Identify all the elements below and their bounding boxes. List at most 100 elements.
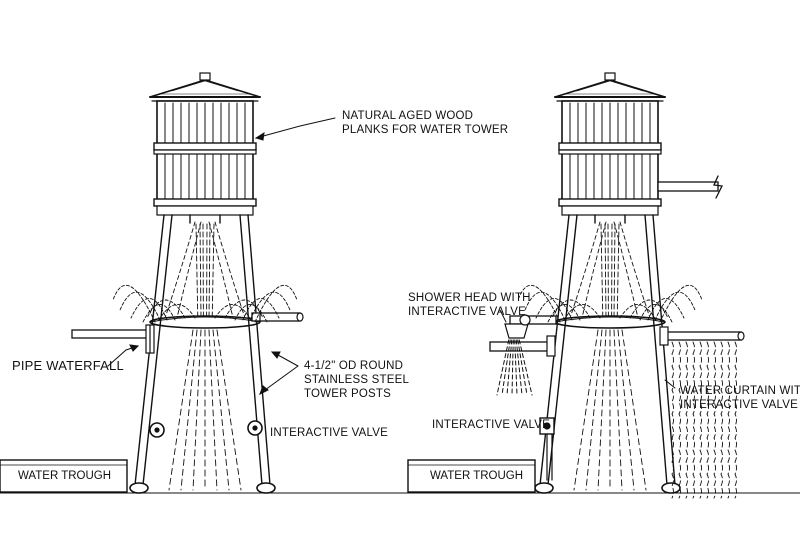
right-tower-tank [558,100,662,216]
curtain-stream [734,341,737,499]
right-water-trough [407,459,536,493]
center-stream [613,223,616,319]
center-stream [195,223,199,319]
spray-stream [581,221,607,319]
spray-arc [142,304,176,323]
curtain-stream [713,341,716,499]
center-stream [208,223,211,319]
spray-stream [164,221,196,319]
curtain-stream [678,341,681,499]
shower-stream [514,339,518,396]
curtain-stream [671,341,674,499]
spray-arc [224,299,264,319]
shower-head-label-line2: INTERACTIVE VALVE [408,306,527,318]
shower-stream [496,339,510,396]
falling-stream [208,329,218,491]
falling-stream [192,329,202,491]
falling-stream [597,329,607,491]
shower-head-label: SHOWER HEAD WITH INTERACTIVE VALVE [408,291,531,319]
water-curtain-label-line2: INTERACTIVE VALVE [680,399,799,411]
left-spray-collar [149,315,261,329]
falling-stream [168,329,194,491]
left-pipe-waterfall [71,324,155,354]
falling-stream [585,329,603,491]
left-tower-posts [134,214,271,486]
shower-stream [511,339,514,396]
right-tower-posts [539,214,676,486]
spray-arc [214,304,252,321]
leader-lines [107,117,676,396]
right-tower-feet [534,482,681,494]
tower-posts-label: 4-1/2" OD ROUND STAINLESS STEEL TOWER PO… [304,359,409,401]
right-water-sprays [517,221,703,491]
spray-arc [551,299,591,319]
right-water-curtain [671,341,737,499]
spray-arc [639,304,673,323]
right-lower-pipe [489,335,556,357]
spray-stream [214,221,246,319]
tower-posts-label-line1: 4-1/2" OD ROUND [304,360,404,372]
left-water-trough [0,459,128,493]
pipe-waterfall-label: PIPE WATERFALL [12,358,124,373]
right-tower-roof [554,72,666,102]
left-tower-tank [153,100,257,216]
left-valves [149,420,263,438]
curtain-stream [692,341,695,499]
spray-arc [119,291,161,321]
spray-arc [563,304,601,321]
falling-stream [212,329,230,491]
spray-stream [619,221,651,319]
right-valves [539,417,555,481]
wood-planks-label-line2: PLANKS FOR WATER TOWER [342,124,509,136]
curtain-stream [699,341,702,499]
wood-planks-label-line1: NATURAL AGED WOOD [342,110,474,122]
center-stream [604,223,607,319]
falling-stream [613,329,623,491]
shower-stream [517,339,528,396]
water-trough-right-label: WATER TROUGH [430,470,524,482]
shower-stream [515,339,523,396]
spray-stream [569,221,601,319]
falling-stream [180,329,198,491]
curtain-stream [685,341,688,499]
falling-stream [216,329,242,491]
right-water-tower [489,72,745,499]
spray-arc [112,284,156,323]
curtain-stream [727,341,730,499]
spray-arc [659,284,703,323]
left-water-tower [71,72,304,494]
right-supply-pipe [657,175,723,199]
spray-arc [249,291,291,321]
center-stream [616,223,620,319]
spray-stream [176,221,202,319]
curtain-stream [706,341,709,499]
left-tower-feet [129,482,276,494]
center-stream [211,223,215,319]
falling-stream [617,329,635,491]
spray-arc [146,299,186,319]
water-curtain-label-line1: WATER CURTAIN WITH [680,385,800,397]
right-shower-spray [496,339,533,396]
spray-stream [208,221,234,319]
interactive-valve-right-label: INTERACTIVE VALVE [432,419,551,431]
shower-stream [506,339,513,396]
spray-arc [234,304,268,323]
center-stream [199,223,202,319]
shower-stream [518,339,533,396]
water-trough-left-label: WATER TROUGH [18,470,112,482]
interactive-valve-left-label: INTERACTIVE VALVE [270,427,389,439]
right-shower-head [504,314,557,339]
falling-stream [573,329,599,491]
spray-arc [654,291,696,321]
tower-posts-label-line3: TOWER POSTS [304,388,391,400]
center-stream [600,223,604,319]
spray-arc [619,304,657,321]
spray-arc [158,304,196,321]
shower-head-label-line1: SHOWER HEAD WITH [408,292,531,304]
shower-stream [501,339,511,396]
spray-arc [547,304,581,323]
wood-planks-label: NATURAL AGED WOOD PLANKS FOR WATER TOWER [342,109,508,137]
spray-arc [524,291,566,321]
spray-arc [629,299,669,319]
